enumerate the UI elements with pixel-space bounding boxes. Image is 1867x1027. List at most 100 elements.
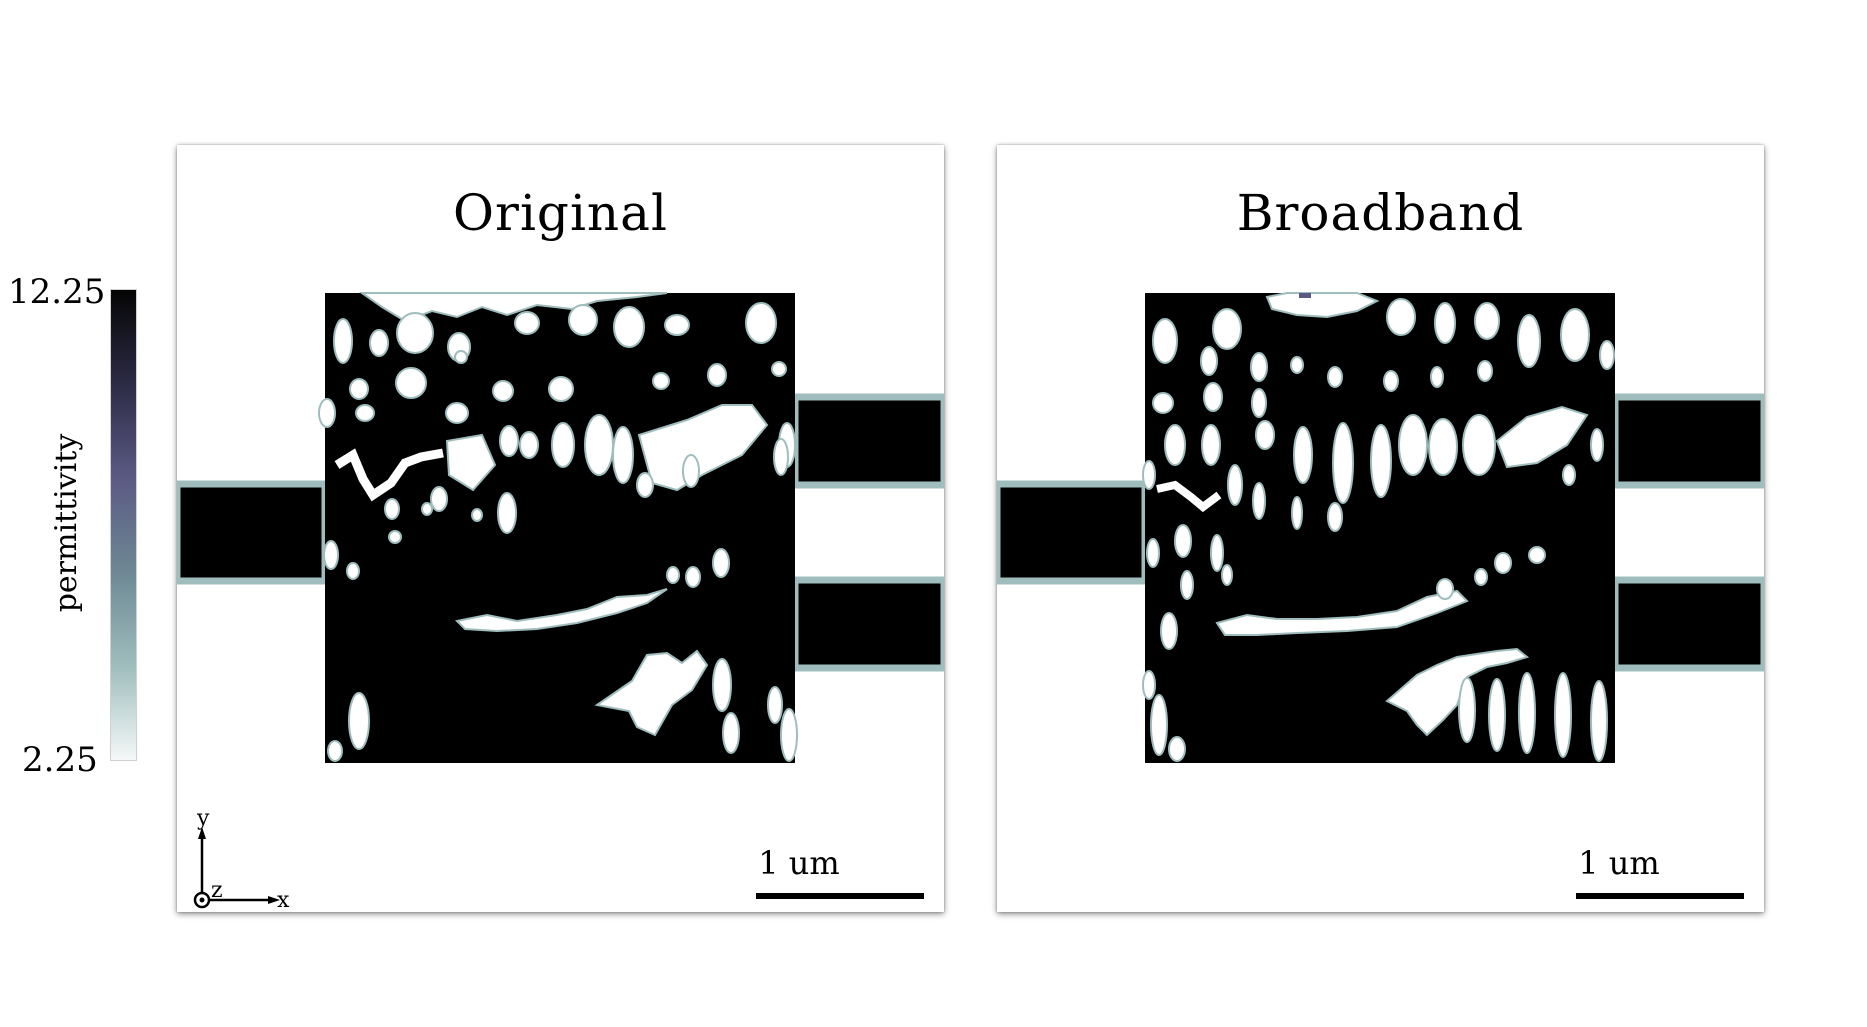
inclusion [1150, 694, 1168, 756]
inclusion [1174, 524, 1192, 558]
design-region [1145, 293, 1615, 763]
inclusion [1164, 424, 1186, 466]
inclusion [1398, 414, 1428, 476]
inclusion [1299, 293, 1311, 298]
inclusion [707, 363, 727, 387]
inclusion [1152, 318, 1178, 364]
input-waveguide [177, 480, 329, 585]
strand [1156, 480, 1222, 513]
inclusion [471, 508, 483, 522]
output-waveguide-bottom [791, 576, 944, 672]
inclusion [637, 404, 769, 492]
inclusion [388, 530, 402, 544]
inclusion [514, 311, 540, 335]
inclusion [548, 376, 574, 402]
inclusion [551, 422, 575, 468]
inclusion [1518, 672, 1536, 754]
inclusion [773, 438, 789, 476]
inclusion [1428, 418, 1458, 476]
inclusion [369, 329, 389, 357]
inclusion [430, 486, 448, 512]
inclusion [1227, 464, 1243, 506]
inclusion [780, 708, 798, 762]
axis-x-label: x [277, 888, 290, 912]
strand [1385, 647, 1530, 737]
inclusion [346, 562, 360, 580]
inclusion [771, 361, 787, 377]
inclusion [1212, 308, 1242, 350]
input-waveguide [997, 480, 1149, 585]
inclusion [1474, 302, 1500, 340]
axis-z-label: z [211, 878, 223, 903]
inclusion [664, 314, 690, 336]
inclusion [1200, 346, 1218, 376]
inclusion [1434, 302, 1456, 344]
design-pattern [318, 292, 798, 762]
scale-label: 1 um [1578, 844, 1660, 882]
axes-indicator [193, 827, 280, 909]
inclusion [685, 566, 701, 588]
design-canvas-original: y z x [177, 292, 944, 912]
inclusion [1252, 482, 1266, 520]
inclusion [1560, 308, 1590, 362]
strand [454, 588, 668, 633]
axis-y-label: y [196, 806, 210, 831]
inclusion [584, 414, 614, 476]
inclusion [1146, 538, 1160, 568]
design-canvas-broadband [997, 292, 1764, 763]
inclusion [1255, 420, 1275, 450]
inclusion [652, 372, 670, 390]
inclusion [1142, 460, 1156, 490]
inclusion [395, 367, 427, 399]
inclusion [1142, 670, 1156, 700]
inclusion [1221, 564, 1233, 586]
scale-bar [756, 893, 924, 899]
inclusion [712, 658, 732, 712]
output-waveguide-top [791, 393, 944, 489]
inclusion [767, 686, 783, 724]
colorbar-min-label: 2.25 [22, 740, 98, 780]
inclusion [1430, 366, 1444, 388]
inclusion [1517, 314, 1541, 368]
inclusion [1370, 424, 1392, 498]
inclusion [1383, 370, 1399, 392]
inclusion [613, 306, 645, 348]
panel-title: Broadband [1236, 184, 1525, 242]
inclusion [1250, 352, 1268, 382]
inclusion [1152, 392, 1174, 414]
inclusion [445, 402, 469, 424]
inclusion [568, 304, 598, 336]
colorbar-gradient [110, 289, 137, 761]
inclusion [499, 425, 519, 457]
colorbar-title: permittivity [49, 433, 84, 613]
inclusion [636, 472, 654, 498]
inclusion [722, 712, 740, 754]
strand [334, 448, 444, 502]
inclusion [1332, 422, 1354, 504]
inclusion [1327, 502, 1343, 532]
inclusion [323, 540, 339, 570]
inclusion [349, 378, 369, 400]
inclusion [1477, 360, 1493, 382]
inclusion [1201, 424, 1221, 466]
inclusion [1160, 612, 1178, 650]
panel-title: Original [453, 184, 668, 242]
inclusion [1168, 736, 1186, 762]
inclusion [1474, 568, 1488, 586]
inclusion [1293, 426, 1313, 484]
inclusion [1488, 678, 1506, 752]
inclusion [1180, 570, 1194, 600]
inclusion [333, 318, 353, 364]
colorbar-max-label: 12.25 [8, 272, 106, 312]
strand [1215, 589, 1469, 636]
output-waveguide-bottom [1611, 576, 1764, 672]
inclusion [745, 302, 777, 344]
inclusion [1590, 428, 1604, 462]
inclusion [1495, 405, 1589, 469]
inclusion [1554, 672, 1572, 758]
inclusion [1528, 546, 1546, 564]
inclusion [712, 548, 730, 578]
inclusion [1210, 534, 1224, 572]
inclusion [612, 426, 634, 484]
inclusion [421, 502, 433, 516]
